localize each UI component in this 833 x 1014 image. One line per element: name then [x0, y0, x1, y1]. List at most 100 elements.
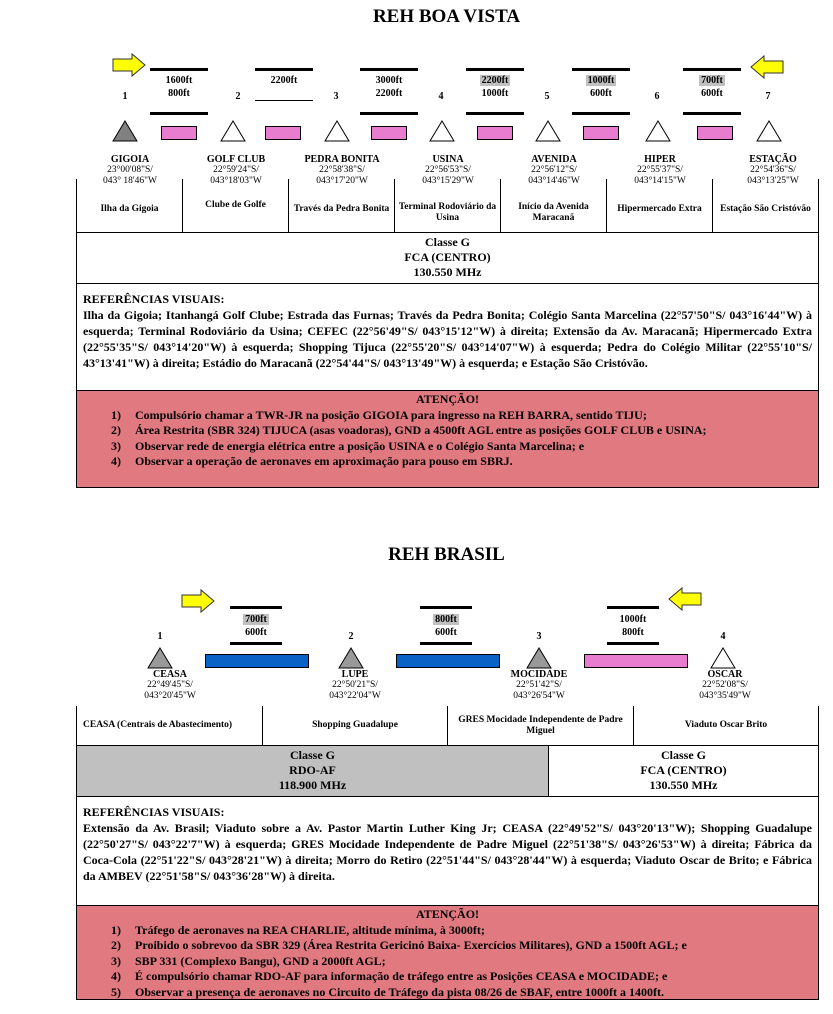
point-number: 2	[348, 631, 354, 642]
segment-pink	[584, 654, 688, 668]
altitude-block: 1600ft 800ft	[150, 74, 208, 100]
altitude-block: 2200ft	[255, 74, 313, 87]
landmarks-row: CEASA (Centrais de Abastecimento) Shoppi…	[76, 706, 819, 746]
altitude-bar-top	[230, 606, 282, 609]
frequency-mhz: 130.550 MHz	[413, 265, 482, 279]
point-lon: 043°14'46"W	[528, 176, 580, 186]
landmark-cell: GRES Mocidade Independente de Padre Migu…	[448, 706, 634, 745]
altitude-bar-bottom	[466, 112, 524, 115]
altitude-bar-top	[255, 68, 313, 71]
altitude-bar-top	[683, 68, 741, 71]
altitude-block: 700ft 600ft	[230, 613, 282, 639]
altitude-bottom: 600ft	[701, 88, 723, 99]
attention-item: 3)SBP 331 (Complexo Bangu), GND a 2000ft…	[111, 953, 386, 968]
segment-pink	[265, 126, 301, 140]
triangle-open-icon	[645, 120, 671, 142]
altitude-bar-bottom	[572, 112, 630, 115]
triangle-filled-icon	[147, 647, 173, 669]
landmark-cell: Terminal Rodoviário da Usina	[395, 179, 501, 232]
landmark-cell: Ilha da Gigoia	[77, 179, 183, 232]
attention-item: 5)Observar a presença de aeronaves no Ci…	[111, 984, 664, 999]
altitude-top: 2200ft	[479, 75, 511, 86]
point-name: OSCAR	[707, 669, 743, 680]
altitude-bar-top	[466, 68, 524, 71]
reporting-point: GOLF CLUB 22°59'24"S/ 043°18'03"W	[183, 154, 289, 187]
altitude-bar-top	[572, 68, 630, 71]
altitude-block: 800ft 600ft	[420, 613, 472, 639]
segment-blue	[205, 654, 309, 668]
altitude-bottom: 600ft	[590, 88, 612, 99]
point-lon: 043°35'49"W	[699, 691, 751, 701]
point-number: 1	[157, 631, 163, 642]
reporting-point: LUPE 22°50'21"S/ 043°22'04"W	[300, 669, 410, 702]
point-name: PEDRA BONITA	[304, 154, 380, 165]
arrow-right-icon	[112, 52, 146, 78]
point-name: GOLF CLUB	[206, 154, 266, 165]
attention-item: 1)Tráfego de aeronaves na REA CHARLIE, a…	[111, 922, 485, 937]
reporting-point: CEASA 22°49'45"S/ 043°20'45"W	[115, 669, 225, 702]
attention-item: 3)Observar rede de energia elétrica entr…	[111, 438, 585, 453]
attention-box: ATENÇÃO! 1)Compulsório chamar a TWR-JR n…	[76, 390, 819, 488]
altitude-bottom: 800ft	[168, 88, 190, 99]
point-number: 4	[720, 631, 726, 642]
altitude-block: 1000ft 600ft	[572, 74, 630, 100]
landmark-cell: Estação São Cristóvão	[720, 204, 811, 214]
point-lat: 22°56'12"S/	[531, 165, 577, 175]
section1-title: REH BOA VISTA	[372, 6, 521, 27]
altitude-bar-bottom	[683, 112, 741, 115]
altitude-block: 2200ft 1000ft	[466, 74, 524, 100]
altitude-bottom: 600ft	[245, 627, 267, 638]
landmark-cell: Través da Pedra Bonita	[289, 179, 395, 232]
refs-text: Extensão da Av. Brasil; Viaduto sobre a …	[83, 821, 812, 883]
triangle-open-icon	[324, 120, 350, 142]
airspace-class: Classe G	[661, 748, 706, 762]
triangle-open-icon	[535, 120, 561, 142]
attention-item: 2)Proibido o sobrevoo da SBR 329 (Área R…	[111, 938, 687, 952]
point-lat: 22°54'36"S/	[750, 165, 796, 175]
point-lon: 043°20'45"W	[144, 691, 196, 701]
point-lon: 043°17'20"W	[316, 176, 368, 186]
point-number: 6	[654, 91, 660, 102]
segment-pink	[161, 126, 197, 140]
reporting-point: OSCAR 22°52'08"S/ 043°35'49"W	[670, 669, 780, 702]
triangle-filled-icon	[526, 647, 552, 669]
altitude-top: 1000ft	[619, 614, 647, 625]
point-name: ESTAÇÃO	[749, 154, 797, 165]
segment-blue	[396, 654, 500, 668]
landmark-cell: Shopping Guadalupe	[263, 706, 448, 745]
reporting-point: HIPER 22°55'37"S/ 043°14'15"W	[607, 154, 713, 187]
attention-box: ATENÇÃO! 1)Tráfego de aeronaves na REA C…	[76, 905, 819, 1000]
point-lat: 22°51'42"S/	[516, 680, 562, 690]
point-name: MOCIDADE	[510, 669, 568, 680]
altitude-top: 3000ft	[375, 75, 403, 86]
altitude-bottom: 800ft	[622, 627, 644, 638]
segment-pink	[583, 126, 619, 140]
altitude-top: 700ft	[699, 75, 725, 86]
point-lon: 043°15'29"W	[422, 176, 474, 186]
point-lat: 22°50'21"S/	[332, 680, 378, 690]
point-lon: 043°26'54"W	[513, 691, 565, 701]
altitude-bar-bottom	[420, 642, 472, 645]
reporting-point: GIGOIA 23°00'08"S/ 043° 18'46"W	[78, 154, 182, 187]
altitude-top: 800ft	[433, 614, 459, 625]
attention-item: 1)Compulsório chamar a TWR-JR na posição…	[111, 407, 647, 422]
triangle-open-icon	[429, 120, 455, 142]
reporting-point: PEDRA BONITA 22°58'38"S/ 043°17'20"W	[289, 154, 395, 187]
point-number: 5	[544, 91, 550, 102]
triangle-filled-icon	[112, 120, 138, 142]
reporting-point: MOCIDADE 22°51'42"S/ 043°26'54"W	[484, 669, 594, 702]
landmark-cell: Início da Avenida Maracanã	[501, 179, 607, 232]
altitude-block: 700ft 600ft	[683, 74, 741, 100]
altitude-bar-bottom	[230, 642, 282, 645]
point-lat: 22°59'24"S/	[213, 165, 259, 175]
triangle-open-icon	[220, 120, 246, 142]
altitude-bar-top	[150, 68, 208, 71]
landmark-cell: Hipermercado Extra	[607, 179, 713, 232]
point-lon: 043°13'25"W	[747, 176, 799, 186]
atc-unit: FCA (CENTRO)	[640, 763, 727, 777]
altitude-bar-top	[420, 606, 472, 609]
frequency-box: Classe G FCA (CENTRO) 130.550 MHz	[76, 232, 819, 284]
altitude-bottom: 600ft	[435, 627, 457, 638]
segment-pink	[477, 126, 513, 140]
point-lat: 22°56'53"S/	[425, 165, 471, 175]
